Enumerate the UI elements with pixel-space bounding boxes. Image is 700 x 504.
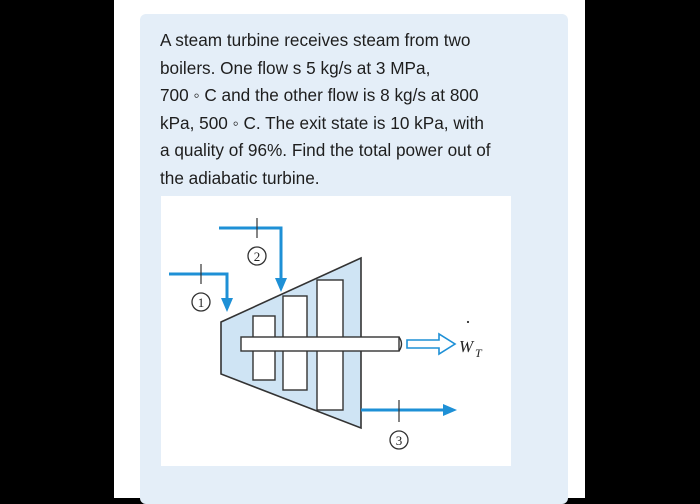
turbine-shaft: [240, 336, 400, 352]
power-label: · W T: [459, 312, 483, 360]
turbine-diagram: 1 2 3 · W T: [161, 196, 511, 466]
power-subscript: T: [475, 346, 483, 360]
state-2-number: 2: [254, 249, 261, 264]
power-output-arrow: [406, 332, 457, 356]
state-1-number: 1: [198, 295, 205, 310]
state-3-number: 3: [396, 433, 403, 448]
state-2-label: 2: [247, 246, 267, 266]
inlet-2-flow-arrow: [219, 218, 287, 292]
power-dot: ·: [465, 312, 471, 332]
state-1-label: 1: [191, 292, 211, 312]
exit-flow-arrow: [361, 400, 457, 422]
state-3-label: 3: [389, 430, 409, 450]
power-symbol: W: [459, 337, 475, 356]
question-text: A steam turbine receives steam from two …: [160, 30, 491, 188]
inlet-1-flow-arrow: [169, 264, 233, 312]
